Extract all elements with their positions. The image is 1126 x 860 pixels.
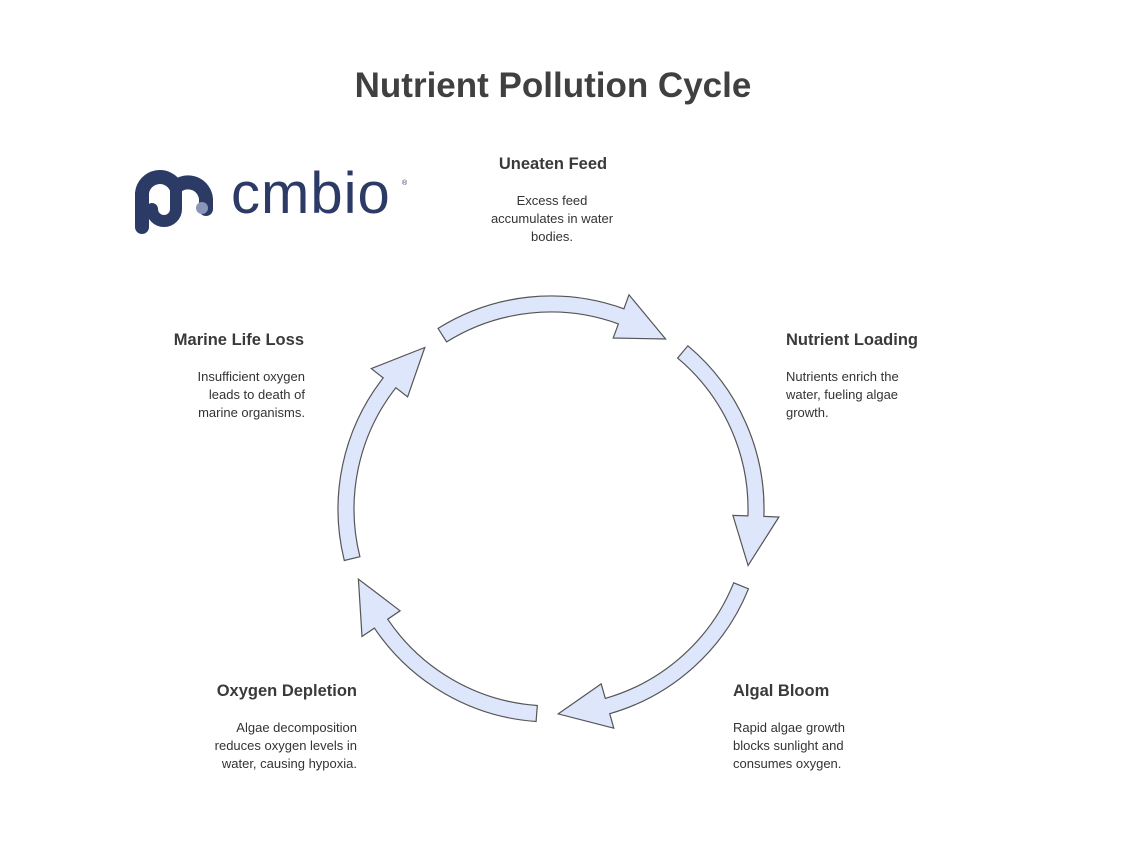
stage-desc-nutrient-loading: Nutrients enrich the water, fueling alga… <box>786 368 899 422</box>
diagram-title: Nutrient Pollution Cycle <box>354 66 752 105</box>
stage-title-oxygen-depletion: Oxygen Depletion <box>216 682 357 700</box>
desc-line: Algae decomposition <box>236 720 357 735</box>
stage-title-algal-bloom: Algal Bloom <box>733 682 830 700</box>
arrow-bloom-to-depletion-icon <box>556 582 750 730</box>
stage-title-marine-life-loss: Marine Life Loss <box>173 331 304 349</box>
desc-line: bodies. <box>531 229 573 244</box>
desc-line: Excess feed <box>516 193 588 208</box>
arrow-feed-to-nutrients-icon <box>437 293 667 343</box>
arrow-depletion-to-loss-icon <box>357 577 538 723</box>
stage-title-uneaten-feed: Uneaten Feed <box>498 155 608 173</box>
arrow-loss-to-feed-icon <box>337 346 426 562</box>
arrow-nutrients-to-bloom-icon <box>676 344 780 567</box>
desc-line: blocks sunlight and <box>733 738 844 753</box>
logo-text: cmbio <box>231 161 391 226</box>
stage-desc-marine-life-loss: Insufficient oxygen leads to death of ma… <box>198 368 305 422</box>
desc-line: growth. <box>786 405 829 420</box>
desc-line: water, causing hypoxia. <box>221 756 357 771</box>
desc-line: consumes oxygen. <box>733 756 842 771</box>
desc-line: leads to death of <box>208 387 305 402</box>
stage-title-nutrient-loading: Nutrient Loading <box>786 331 918 349</box>
desc-line: Nutrients enrich the <box>786 369 899 384</box>
desc-line: water, fueling algae <box>786 387 899 402</box>
desc-line: marine organisms. <box>198 405 305 420</box>
stage-desc-algal-bloom: Rapid algae growth blocks sunlight and c… <box>733 719 845 773</box>
cmbio-logo-icon <box>135 170 213 234</box>
desc-line: accumulates in water <box>490 211 614 226</box>
desc-line: Rapid algae growth <box>733 720 846 735</box>
stage-desc-oxygen-depletion: Algae decomposition reduces oxygen level… <box>215 719 357 773</box>
registered-mark: ® <box>402 180 408 187</box>
stage-desc-uneaten-feed: Excess feed accumulates in water bodies. <box>452 192 652 246</box>
desc-line: reduces oxygen levels in <box>214 738 357 753</box>
desc-line: Insufficient oxygen <box>197 369 305 384</box>
